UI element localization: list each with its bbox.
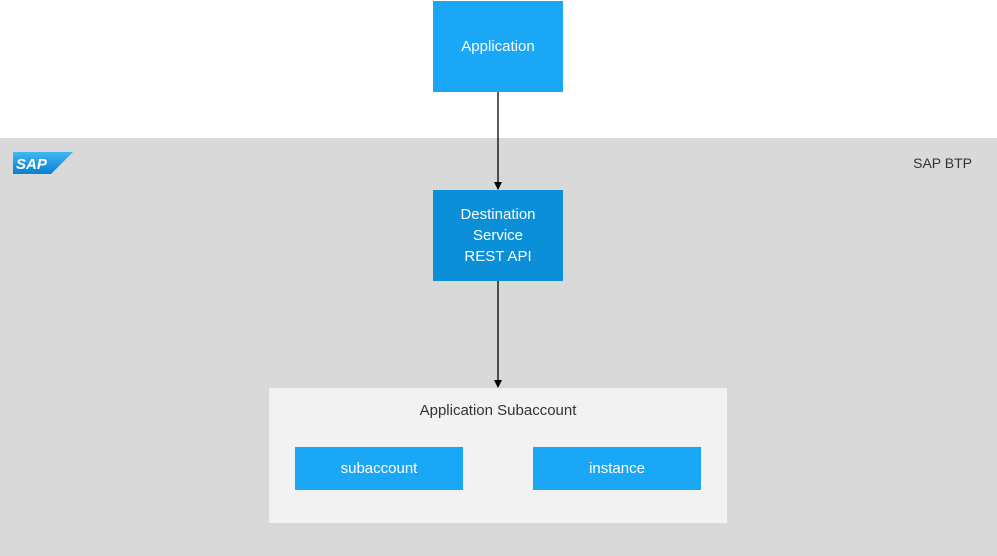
destination-service-node[interactable]: Destination Service REST API bbox=[433, 190, 563, 281]
application-subaccount-title: Application Subaccount bbox=[419, 402, 577, 419]
subaccount-label: subaccount bbox=[340, 460, 418, 477]
application-label: Application bbox=[461, 38, 535, 55]
subaccount-node[interactable]: subaccount bbox=[295, 447, 463, 490]
application-node[interactable]: Application bbox=[433, 1, 563, 92]
instance-node[interactable]: instance bbox=[533, 447, 701, 490]
sap-logo: SAP bbox=[13, 152, 73, 174]
destination-service-line-1: Destination bbox=[460, 206, 536, 223]
destination-service-line-3: REST API bbox=[464, 248, 532, 265]
sap-btp-label: SAP BTP bbox=[913, 155, 972, 171]
instance-label: instance bbox=[589, 460, 645, 477]
sap-logo-text: SAP bbox=[16, 156, 48, 173]
destination-service-line-2: Service bbox=[472, 227, 524, 244]
application-subaccount-container: Application Subaccount subaccount instan… bbox=[269, 388, 727, 523]
